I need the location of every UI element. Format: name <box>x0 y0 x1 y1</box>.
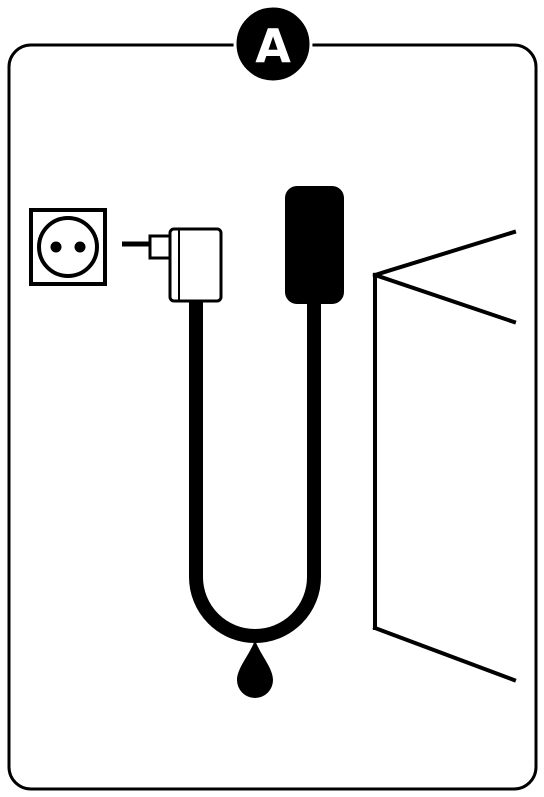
power-adapter-icon <box>122 227 223 303</box>
step-badge-circle <box>233 4 313 84</box>
water-drop-icon <box>237 640 273 698</box>
step-label: A <box>255 19 291 73</box>
wall-socket-icon <box>29 208 107 286</box>
open-door-icon <box>372 229 517 683</box>
sensor-probe-icon <box>285 186 344 304</box>
sensor-cable <box>189 300 321 643</box>
step-badge: A <box>233 4 313 84</box>
